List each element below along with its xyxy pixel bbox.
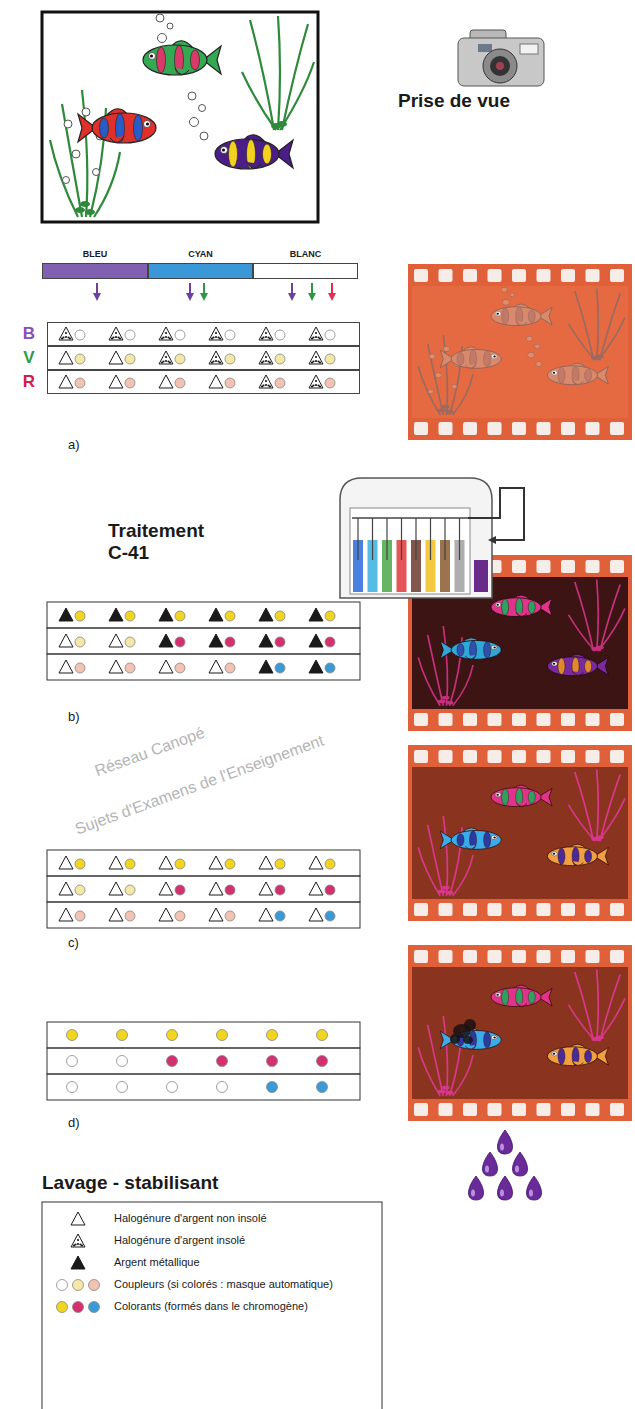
fish (491, 985, 552, 1007)
bubbles (428, 968, 542, 1075)
step-letter: d) (68, 1116, 80, 1131)
layer-label: B (18, 324, 40, 344)
step-letter: b) (68, 710, 80, 725)
layer-label: R (18, 372, 40, 392)
emulsion-layers (59, 327, 335, 388)
bubbles (63, 14, 209, 184)
fish (547, 654, 608, 676)
emulsion-layer: V (47, 346, 360, 370)
legend-symbol (57, 1280, 100, 1291)
processor (340, 478, 524, 598)
fish (491, 785, 552, 807)
bubbles (428, 287, 542, 394)
stain (450, 1019, 476, 1044)
legend-entry: Halogénure d'argent insolé (114, 1234, 245, 1247)
legend-entry: Colorants (formés dans le chromogène) (114, 1300, 308, 1313)
legend-box (42, 1202, 382, 1409)
light-arrows (93, 283, 336, 301)
band-label: BLEU (43, 249, 147, 259)
band-label: BLANC (254, 249, 357, 259)
subject-picture (42, 12, 318, 222)
legend-symbol (57, 1302, 100, 1313)
plant (418, 770, 625, 896)
fish (547, 1044, 608, 1066)
fish (440, 347, 501, 369)
fish (491, 595, 552, 617)
film-strip (408, 745, 632, 921)
color-band: CYAN (148, 263, 253, 279)
caption: Lavage - stabilisant (42, 1172, 218, 1194)
drops (469, 1130, 542, 1200)
legend-symbol (71, 1212, 85, 1225)
legend-symbol (71, 1234, 85, 1247)
fish (440, 828, 501, 850)
plant (50, 16, 314, 217)
emulsion-layers (47, 850, 360, 928)
caption: Prise de vue (398, 90, 510, 112)
emulsion-layers (47, 1022, 360, 1100)
emulsion-layer: B (47, 322, 360, 346)
fish (78, 109, 156, 143)
legend-entry: Coupleurs (si colorés : masque automatiq… (114, 1278, 333, 1291)
step-letter: c) (68, 936, 79, 951)
legend-symbol (71, 1256, 85, 1269)
legend-entry: Argent métallique (114, 1256, 200, 1269)
fish (547, 363, 608, 385)
color-band: BLEU (42, 263, 148, 279)
fish (491, 304, 552, 326)
bubbles (428, 768, 542, 875)
layer-label: V (18, 348, 40, 368)
watermark: Réseau Canopé (93, 724, 208, 781)
plant (418, 970, 625, 1096)
fish (143, 41, 221, 75)
watermark: Sujets d'Examens de l'Enseignement (73, 731, 327, 838)
fish (547, 844, 608, 866)
caption: Traitement C-41 (108, 520, 226, 564)
film-strip (408, 264, 632, 440)
film-strip (408, 945, 632, 1121)
legend-entry: Halogénure d'argent non insolé (114, 1212, 267, 1225)
fish (215, 135, 293, 169)
step-letter: a) (68, 438, 80, 453)
band-label: CYAN (149, 249, 252, 259)
color-band: BLANC (253, 263, 358, 279)
emulsion-layers (47, 602, 360, 680)
fish (440, 638, 501, 660)
plant (418, 289, 625, 415)
camera (458, 30, 544, 86)
emulsion-layer: R (47, 370, 360, 394)
